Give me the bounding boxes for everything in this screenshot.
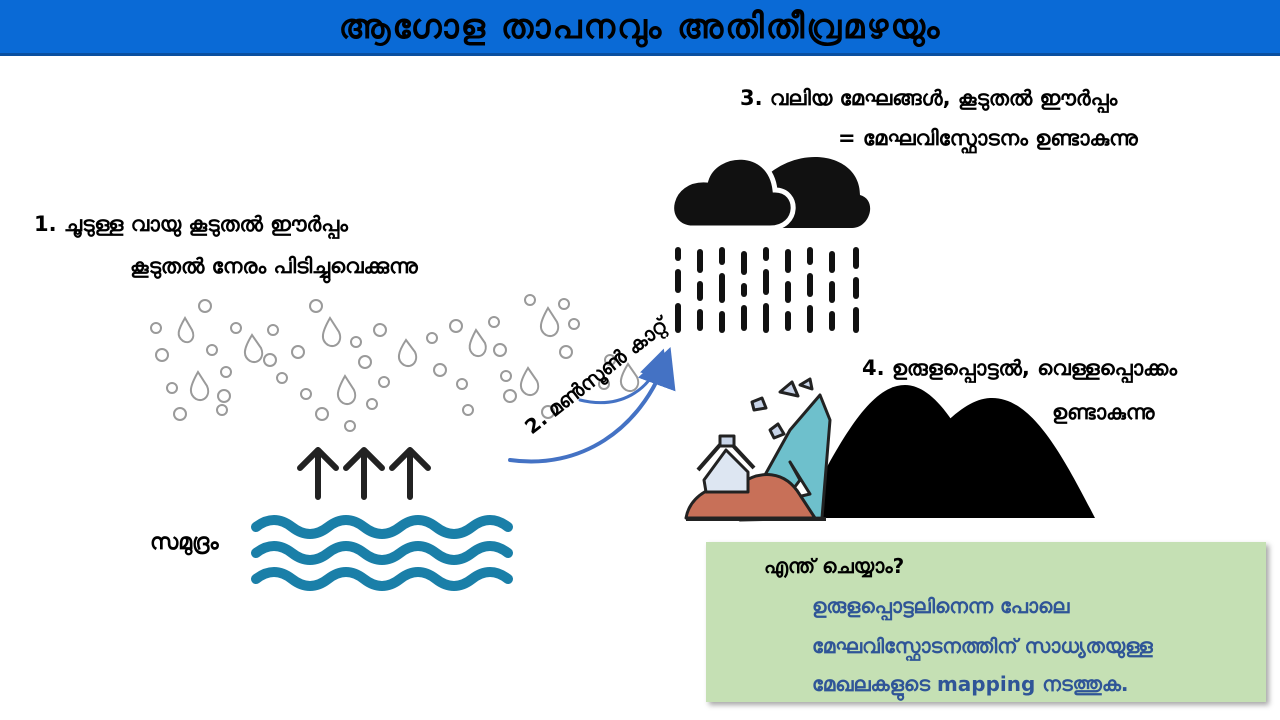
step3-label-line1: 3. വലിയ മേഘങ്ങൾ, കൂടുതൽ ഈർപ്പം	[740, 86, 1117, 111]
ocean-label: സമുദ്രം	[150, 530, 219, 555]
action-line-1: ഉരുളപ്പൊട്ടലിനെന്ന പോലെ	[812, 594, 1069, 618]
landslide-icon	[686, 379, 830, 520]
step4-label-line1: 4. ഉരുളപ്പൊട്ടൽ, വെള്ളപ്പൊക്കം	[862, 356, 1177, 381]
action-line-2: മേഘവിസ്ഫോടനത്തിന് സാധ്യതയുള്ള	[812, 634, 1153, 658]
rain-cloud-icon	[672, 157, 870, 330]
hills-icon	[800, 385, 1095, 518]
ocean-waves-icon	[256, 520, 508, 586]
step1-label-line2: കൂടുതൽ നേരം പിടിച്ചുവെക്കുന്നു	[130, 254, 418, 279]
up-arrows-icon	[300, 450, 428, 497]
step3-label-line2: = മേഘവിസ്ഫോടനം ഉണ്ടാകുന്നു	[838, 126, 1138, 151]
step4-label-line2: ഉണ്ടാകുന്നു	[1052, 400, 1155, 425]
step1-label-line1: 1. ചൂടുള്ള വായു കൂടുതൽ ഈർപ്പം	[34, 212, 348, 237]
action-line-3: മേഖലകളുടെ mapping നടത്തുക.	[812, 672, 1129, 696]
action-heading: എന്ത് ചെയ്യാം?	[764, 554, 904, 578]
action-box: എന്ത് ചെയ്യാം? ഉരുളപ്പൊട്ടലിനെന്ന പോലെ മ…	[706, 542, 1266, 702]
